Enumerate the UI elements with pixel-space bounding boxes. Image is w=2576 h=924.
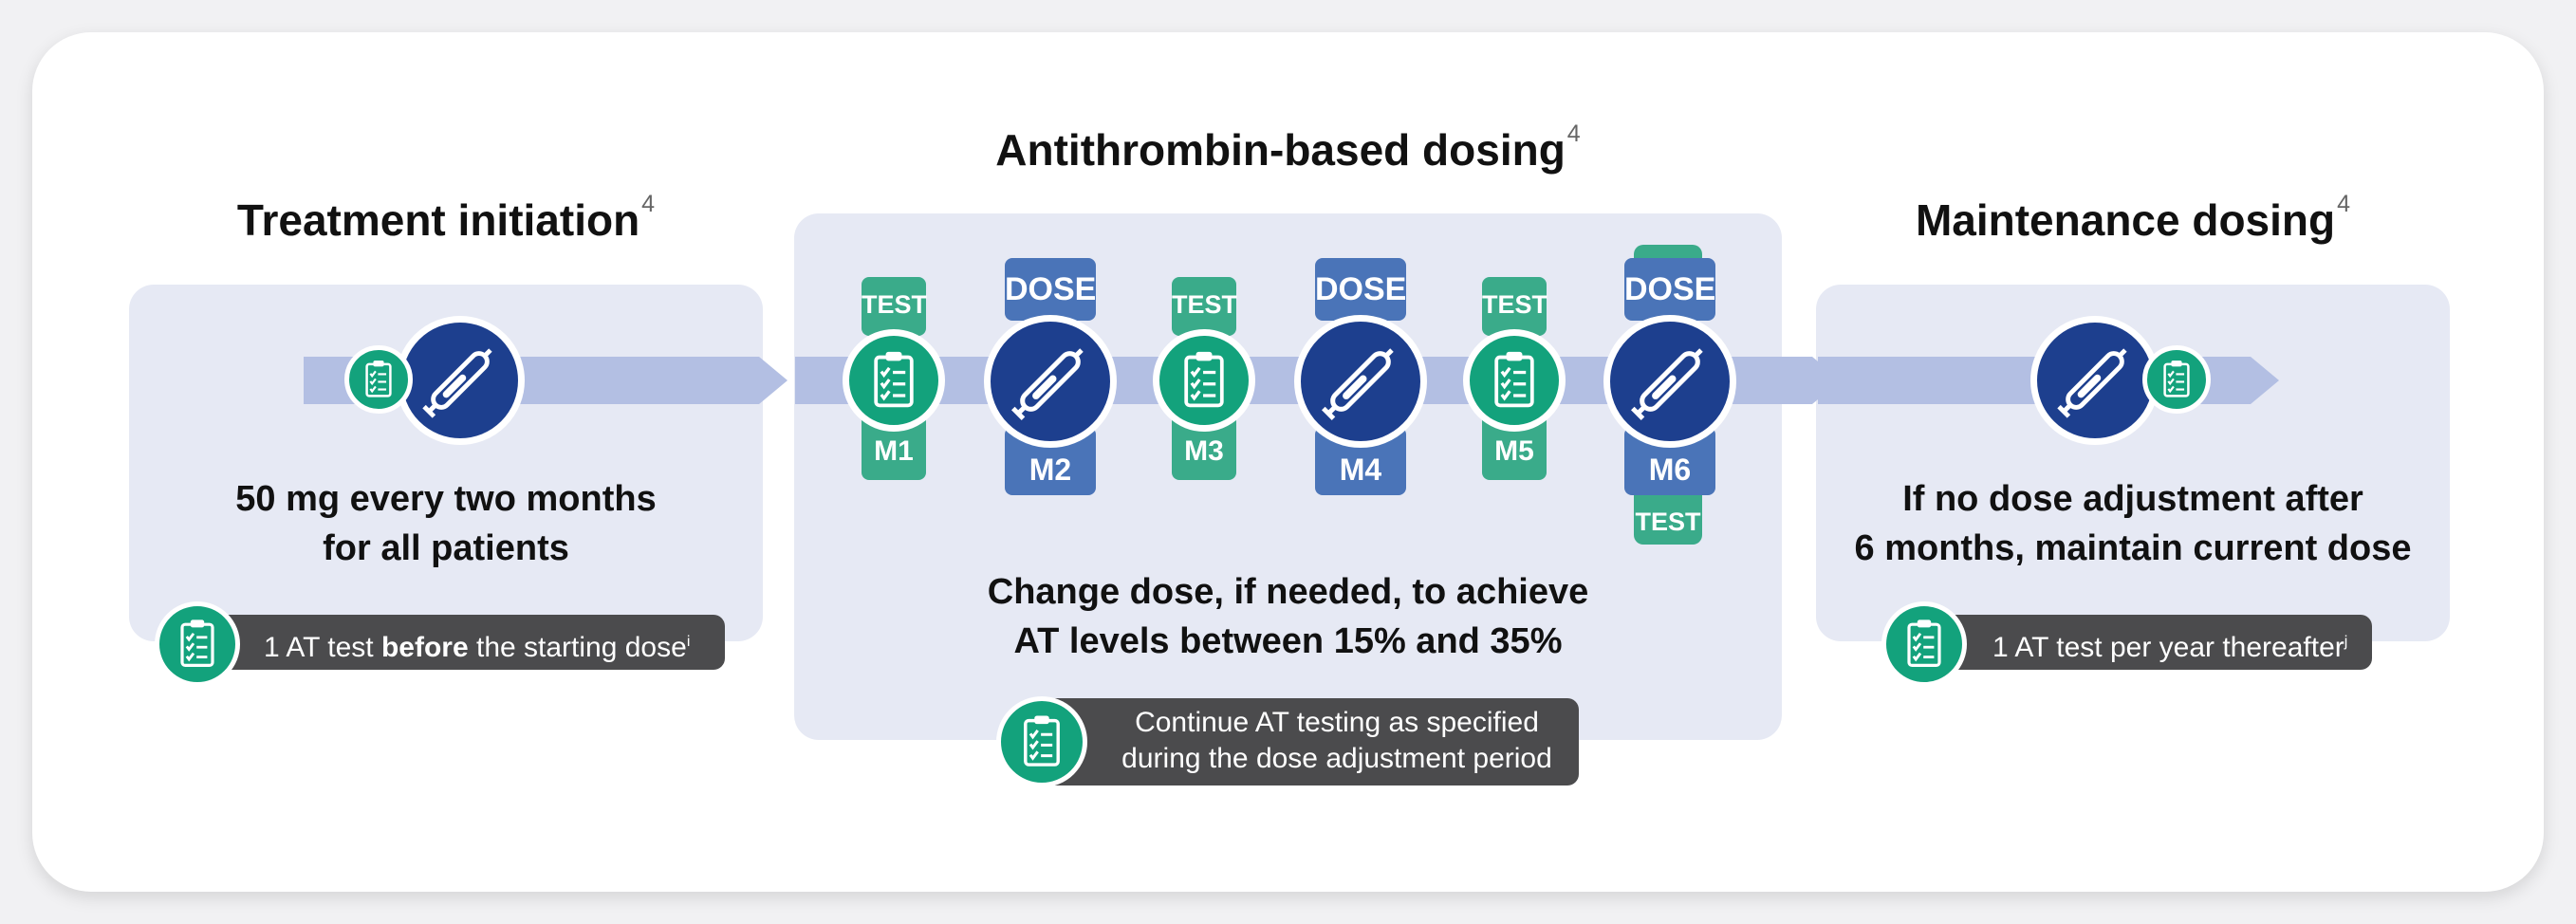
m1-test-circle: [843, 329, 945, 432]
timeline-arrowhead-initiation: [759, 357, 788, 404]
initiation-test-circle: [344, 345, 413, 414]
clipboard-checklist-icon: [1159, 336, 1249, 425]
dosing-note-test-circle: [996, 696, 1087, 787]
initiation-dose-circle: [396, 316, 525, 445]
clipboard-checklist-icon: [849, 336, 938, 425]
maintenance-note-pill: 1 AT test per year thereafterj: [1955, 615, 2372, 670]
clipboard-checklist-icon: [159, 606, 235, 682]
m1-tag: TEST: [862, 277, 927, 336]
dosing-panel: [794, 213, 1782, 740]
m6-dose-circle: [1603, 315, 1736, 448]
maintenance-test-circle: [2142, 345, 2211, 414]
m3-tag: TEST: [1172, 277, 1237, 336]
injection-pen-icon: [1301, 322, 1420, 441]
m5-test-circle: [1463, 329, 1566, 432]
injection-pen-icon: [2037, 323, 2153, 438]
m2-tag: DOSE: [1005, 258, 1096, 321]
dosing-note-pill: Continue AT testing as specified during …: [1051, 698, 1579, 785]
injection-pen-icon: [402, 323, 518, 438]
dosing-title: Antithrombin-based dosing4: [995, 120, 1581, 175]
maintenance-dose-circle: [2030, 316, 2159, 445]
clipboard-checklist-icon: [1470, 336, 1559, 425]
m6-tag: DOSE: [1624, 258, 1715, 321]
maintenance-ref: 4: [2337, 191, 2351, 217]
initiation-note-test-circle: [155, 601, 240, 687]
injection-pen-icon: [1610, 322, 1730, 441]
maintenance-note-test-circle: [1881, 601, 1967, 687]
maintenance-title: Maintenance dosing4: [1915, 191, 2351, 245]
m6-extra-tag: TEST: [1634, 490, 1702, 545]
m4-tag: DOSE: [1315, 258, 1406, 321]
clipboard-checklist-icon: [1886, 606, 1962, 682]
clipboard-checklist-icon: [1001, 701, 1083, 783]
clipboard-checklist-icon: [2147, 350, 2206, 409]
clipboard-checklist-icon: [349, 350, 408, 409]
m2-dose-circle: [984, 315, 1117, 448]
initiation-description: 50 mg every two months for all patients: [235, 479, 657, 568]
initiation-title: Treatment initiation4: [236, 191, 656, 245]
dosing-description: Change dose, if needed, to achieve AT le…: [987, 572, 1589, 661]
m5-tag: TEST: [1482, 277, 1547, 336]
injection-pen-icon: [991, 322, 1110, 441]
m3-test-circle: [1153, 329, 1255, 432]
initiation-note-pill: 1 AT test before the starting dosei: [228, 615, 725, 670]
initiation-ref: 4: [641, 191, 656, 217]
timeline-arrowhead-maintenance: [2251, 357, 2279, 404]
maintenance-description: If no dose adjustment after 6 months, ma…: [1854, 479, 2412, 568]
dosing-ref: 4: [1566, 120, 1581, 147]
m4-dose-circle: [1294, 315, 1427, 448]
